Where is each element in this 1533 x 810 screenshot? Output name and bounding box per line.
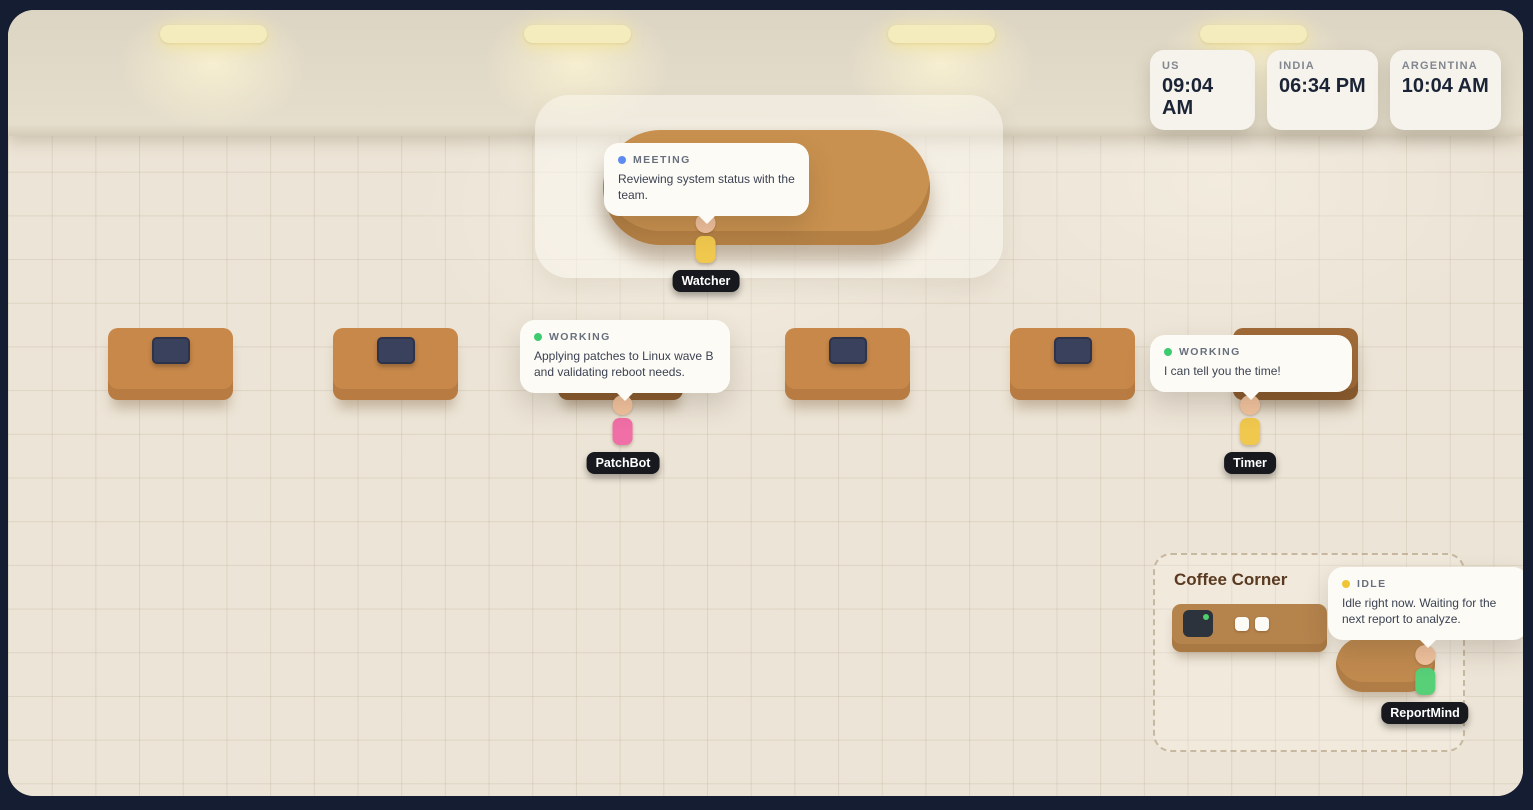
agent-body bbox=[613, 418, 633, 445]
desk[interactable] bbox=[785, 328, 910, 400]
status-message: Idle right now. Waiting for the next rep… bbox=[1342, 596, 1497, 626]
clock-card-india: INDIA 06:34 PM bbox=[1267, 50, 1378, 130]
desk[interactable] bbox=[1010, 328, 1135, 400]
power-led-icon bbox=[1203, 614, 1209, 620]
agent-body bbox=[1239, 418, 1260, 445]
status-dot bbox=[534, 333, 542, 341]
clock-time: 10:04 AM bbox=[1401, 75, 1489, 97]
status-dot bbox=[618, 156, 626, 164]
ceiling-light bbox=[1200, 25, 1307, 43]
status-bubble-timer: WORKING I can tell you the time! bbox=[1150, 335, 1352, 392]
laptop-icon bbox=[376, 337, 415, 364]
clock-label: ARGENTINA bbox=[1401, 60, 1478, 72]
ceiling-light bbox=[888, 25, 995, 43]
laptop-icon bbox=[1053, 337, 1092, 364]
agent-name-tag: PatchBot bbox=[586, 452, 660, 474]
agent-patchbot[interactable]: PatchBot bbox=[586, 395, 660, 474]
ceiling-light bbox=[524, 25, 631, 43]
status-bubble-watcher: MEETING Reviewing system status with the… bbox=[604, 143, 809, 216]
agent-body bbox=[695, 236, 716, 263]
coffee-machine-button[interactable] bbox=[1235, 617, 1249, 631]
status-dot bbox=[1342, 580, 1350, 588]
desk[interactable] bbox=[108, 328, 233, 400]
status-message: I can tell you the time! bbox=[1164, 364, 1281, 378]
coffee-machine-screen bbox=[1183, 610, 1213, 637]
agent-name-tag: Watcher bbox=[672, 270, 740, 292]
clock-time: 06:34 PM bbox=[1279, 75, 1366, 97]
agent-head bbox=[1239, 395, 1260, 415]
agent-body bbox=[1415, 668, 1435, 695]
laptop-icon bbox=[828, 337, 867, 364]
status-message: Applying patches to Linux wave B and val… bbox=[534, 349, 714, 379]
status-label: WORKING bbox=[549, 331, 611, 343]
desk[interactable] bbox=[333, 328, 458, 400]
coffee-corner-title: Coffee Corner bbox=[1174, 570, 1288, 589]
agent-name-tag: Timer bbox=[1224, 452, 1276, 474]
coffee-machine[interactable] bbox=[1172, 604, 1327, 652]
ceiling-light bbox=[160, 25, 267, 43]
coffee-machine-button[interactable] bbox=[1255, 617, 1269, 631]
clock-time: 09:04 AM bbox=[1162, 75, 1214, 120]
agent-watcher[interactable]: Watcher bbox=[672, 213, 740, 292]
status-label: IDLE bbox=[1357, 578, 1387, 590]
status-bubble-patchbot: WORKING Applying patches to Linux wave B… bbox=[520, 320, 730, 393]
office-canvas: US 09:04 AM INDIA 06:34 PM ARGENTINA 10:… bbox=[8, 10, 1523, 796]
status-message: Reviewing system status with the team. bbox=[618, 172, 795, 202]
world-clocks: US 09:04 AM INDIA 06:34 PM ARGENTINA 10:… bbox=[1150, 50, 1501, 130]
agent-reportmind[interactable]: ReportMind bbox=[1381, 645, 1469, 724]
status-dot bbox=[1164, 348, 1172, 356]
agent-head bbox=[1415, 645, 1435, 665]
clock-card-us: US 09:04 AM bbox=[1150, 50, 1255, 130]
agent-timer[interactable]: Timer bbox=[1224, 395, 1276, 474]
status-bubble-reportmind: IDLE Idle right now. Waiting for the nex… bbox=[1328, 567, 1523, 640]
status-label: WORKING bbox=[1179, 346, 1241, 358]
laptop-icon bbox=[151, 337, 190, 364]
status-label: MEETING bbox=[633, 154, 691, 166]
clock-card-argentina: ARGENTINA 10:04 AM bbox=[1389, 50, 1501, 130]
clock-label: INDIA bbox=[1279, 60, 1315, 72]
clock-label: US bbox=[1162, 60, 1180, 72]
agent-name-tag: ReportMind bbox=[1381, 702, 1469, 724]
